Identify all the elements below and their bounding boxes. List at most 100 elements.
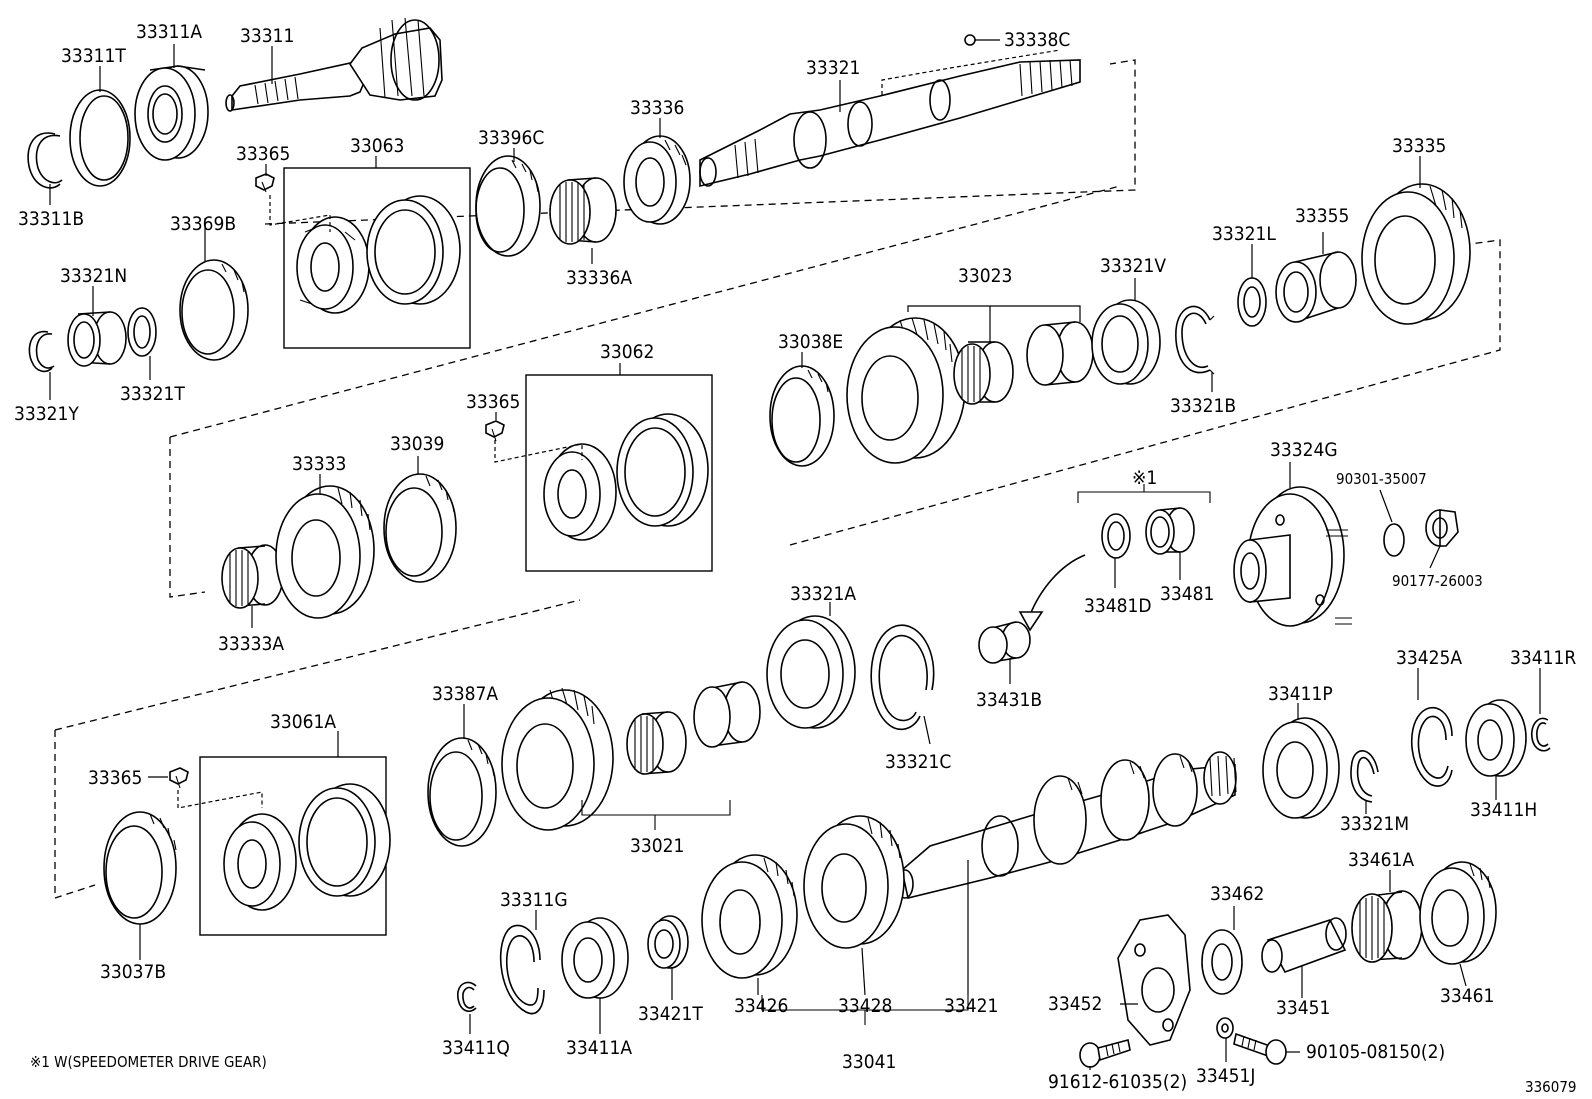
footnote: ※1 W(SPEEDOMETER DRIVE GEAR)	[30, 1053, 267, 1071]
part-33335	[1361, 183, 1471, 325]
part-33411A	[561, 917, 629, 999]
label-33041: 33041	[842, 1051, 896, 1073]
label-33063: 33063	[350, 135, 404, 157]
label-33411Q: 33411Q	[442, 1037, 510, 1059]
part-33321N	[67, 311, 127, 367]
label-33038E: 33038E	[778, 331, 843, 353]
part-33023-bushing	[1026, 321, 1094, 386]
part-33396C	[475, 155, 541, 257]
label-33451J: 33451J	[1196, 1065, 1255, 1087]
label-33311: 33311	[240, 25, 294, 47]
part-33321A	[766, 615, 856, 729]
part-33411P	[1262, 717, 1340, 819]
part-33062	[494, 374, 713, 572]
label-33481D: 33481D	[1084, 595, 1152, 617]
label-33365-b: 33365	[466, 391, 520, 413]
label-33421: 33421	[944, 995, 998, 1017]
part-33431B	[978, 621, 1031, 664]
part-33321M	[1350, 750, 1379, 803]
label-33311G: 33311G	[500, 889, 568, 911]
label-90105-08150: 90105-08150(2)	[1306, 1041, 1445, 1063]
part-33021-gear	[501, 687, 614, 831]
part-90301-35007	[1383, 523, 1405, 557]
label-33336A: 33336A	[566, 267, 632, 289]
part-33311A	[134, 65, 209, 161]
label-33462: 33462	[1210, 883, 1264, 905]
part-33333A	[221, 544, 284, 609]
part-33426	[701, 854, 798, 979]
part-33461	[1419, 861, 1497, 965]
part-33321C	[870, 624, 935, 731]
part-33324G	[1233, 486, 1352, 627]
label-33023: 33023	[958, 265, 1012, 287]
label-note1-marker: ※1	[1132, 467, 1157, 489]
label-33333A: 33333A	[218, 633, 284, 655]
label-33365-c: 33365	[88, 767, 142, 789]
part-33411R	[1530, 717, 1551, 752]
part-33411Q	[457, 981, 477, 1012]
part-33462	[1201, 929, 1243, 995]
part-33387A	[427, 737, 497, 847]
label-33421T: 33421T	[638, 1003, 703, 1025]
part-33063	[269, 167, 471, 349]
label-33321B: 33321B	[1170, 395, 1236, 417]
label-33321N: 33321N	[60, 265, 127, 287]
part-33311B	[27, 132, 63, 189]
diagram-id: 336079	[1525, 1078, 1577, 1096]
label-33481: 33481	[1160, 583, 1214, 605]
label-33321L: 33321L	[1212, 223, 1276, 245]
part-33428	[803, 815, 905, 949]
label-33321C: 33321C	[885, 751, 951, 773]
label-33338C: 33338C	[1004, 29, 1070, 51]
part-33365-a	[255, 173, 275, 193]
label-33062: 33062	[600, 341, 654, 363]
label-33461A: 33461A	[1348, 849, 1414, 871]
leader-lines	[49, 44, 1541, 1070]
part-33021-needle-bearing	[626, 711, 687, 775]
part-33336	[623, 135, 691, 225]
label-33039: 33039	[390, 433, 444, 455]
label-33431B: 33431B	[976, 689, 1042, 711]
part-33338C	[964, 34, 1000, 46]
label-33321V: 33321V	[1100, 255, 1166, 277]
part-33452	[1117, 914, 1191, 1046]
label-33311B: 33311B	[18, 208, 84, 230]
speedometer-group	[1018, 484, 1211, 632]
label-91612-61035: 91612-61035(2)	[1048, 1071, 1187, 1093]
label-33452: 33452	[1048, 993, 1102, 1015]
part-33451	[1261, 917, 1347, 973]
part-33023-gear	[846, 317, 966, 464]
label-90301-35007: 90301-35007	[1336, 470, 1427, 488]
part-33311	[225, 17, 443, 112]
assembly-boundary-lines	[54, 59, 1501, 899]
label-33396C: 33396C	[478, 127, 544, 149]
label-33321T: 33321T	[120, 383, 185, 405]
part-90105-08150	[1233, 1032, 1287, 1065]
label-33426: 33426	[734, 995, 788, 1017]
label-33411H: 33411H	[1470, 799, 1537, 821]
label-33321M: 33321M	[1340, 813, 1409, 835]
part-33321T	[127, 307, 157, 357]
part-33038E	[769, 365, 835, 467]
part-33311G	[499, 924, 545, 1015]
part-33461A	[1351, 890, 1423, 963]
label-33333: 33333	[292, 453, 346, 475]
label-33324G: 33324G	[1270, 439, 1338, 461]
label-33321A: 33321A	[790, 583, 856, 605]
label-33425A: 33425A	[1396, 647, 1462, 669]
bracket-33041	[581, 800, 969, 1025]
part-33311T	[69, 89, 131, 187]
label-33311A: 33311A	[136, 21, 202, 43]
part-33369B	[179, 259, 249, 361]
part-33321L	[1237, 277, 1267, 327]
part-33333	[275, 485, 375, 619]
label-33411P: 33411P	[1268, 683, 1333, 705]
part-33061A	[177, 756, 391, 936]
part-33425A	[1410, 706, 1453, 787]
part-labels: 33311T 33311A 33311 33338C 33321 33311B …	[14, 21, 1577, 1096]
part-33321Y	[28, 330, 55, 373]
label-33411R: 33411R	[1510, 647, 1576, 669]
part-33023-needle-bearing	[953, 341, 1014, 405]
part-33321B	[1175, 305, 1215, 375]
part-33451J	[1216, 1017, 1234, 1039]
